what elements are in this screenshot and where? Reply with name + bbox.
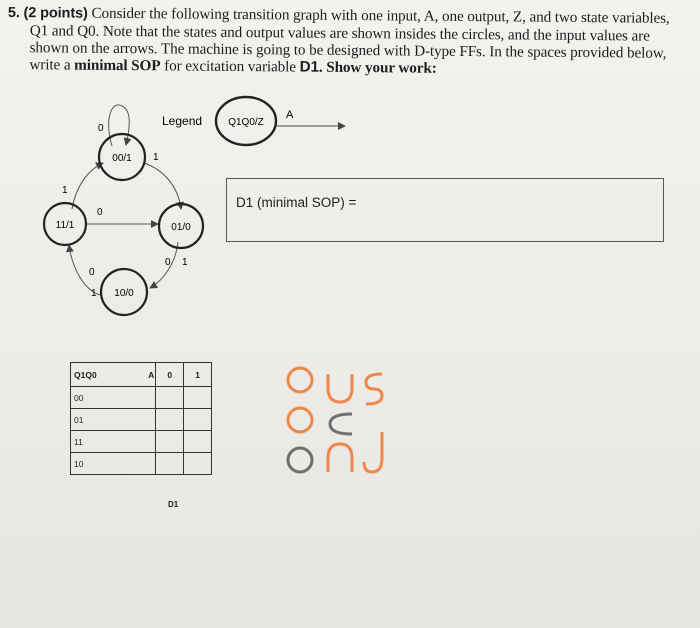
logo-circle-middle <box>286 406 314 434</box>
kmap-row-label: 00 <box>69 386 157 409</box>
kmap-row-label: 11 <box>69 430 157 453</box>
kmap-caption: D1 <box>168 500 179 509</box>
kmap: Q1Q0 A 0 1 00 01 11 10 <box>69 362 212 490</box>
kmap-input-label: A <box>148 369 155 380</box>
state-label-00: 00/1 <box>112 153 132 164</box>
state-label-10: 10/0 <box>114 288 134 299</box>
edge-s11-to-s00 <box>71 162 104 210</box>
kmap-row-label: 10 <box>69 452 157 475</box>
kmap-cell[interactable] <box>183 452 212 475</box>
legend-state-label: Q1Q0/Z <box>228 117 264 128</box>
kmap-col-1: 1 <box>183 362 212 387</box>
logo-circle-bottom <box>286 446 314 474</box>
sop-label: D1 (minimal SOP) = <box>236 195 357 210</box>
state-circle-10 <box>99 267 149 317</box>
sop-answer-box[interactable] <box>226 178 664 242</box>
kmap-cell[interactable] <box>183 430 212 453</box>
legend-arrow-label: A <box>286 109 294 121</box>
legend-state-circle <box>214 95 278 147</box>
state-circle-11 <box>42 201 88 247</box>
kmap-corner-label: Q1Q0 <box>74 369 97 380</box>
edge-label-s11-to-s01: 0 <box>97 207 103 218</box>
edge-label-s11-to-s00: 1 <box>62 185 68 196</box>
state-label-11: 11/1 <box>56 220 75 231</box>
kmap-cell[interactable] <box>183 408 212 431</box>
kmap-cell[interactable] <box>183 386 212 409</box>
logo-circle-top <box>286 366 314 394</box>
logo-letter-u <box>326 374 354 404</box>
kmap-cell[interactable] <box>155 430 185 453</box>
edge-label-s01-to-s10-1: 1 <box>182 257 188 268</box>
state-label-01: 01/0 <box>171 222 191 233</box>
kmap-cell[interactable] <box>155 408 185 431</box>
kmap-grid: Q1Q0 A 0 1 00 01 11 10 <box>69 362 212 475</box>
edge-label-s10-to-s11: 0 <box>89 267 95 278</box>
usc-logo-icon <box>286 366 384 474</box>
edge-s00-self <box>108 104 132 147</box>
legend-label: Legend <box>162 114 202 128</box>
kmap-col-0: 0 <box>155 362 185 387</box>
logo-letter-c <box>328 412 353 436</box>
logo-letter-j <box>362 432 384 474</box>
edge-label-s10-self: 1 <box>91 288 97 299</box>
state-circle-00 <box>97 132 147 182</box>
edge-label-s00-self: 0 <box>98 123 104 134</box>
edge-s10-to-s11 <box>65 244 101 296</box>
edge-label-s01-to-s10-0: 0 <box>165 257 171 268</box>
edge-label-s00-to-s01: 1 <box>153 152 159 163</box>
logo-letter-s <box>364 372 384 406</box>
edge-s01-to-s10 <box>149 241 179 289</box>
edge-s00-to-s01 <box>143 162 185 210</box>
kmap-cell[interactable] <box>155 452 185 475</box>
state-circle-01 <box>157 202 205 250</box>
kmap-cell[interactable] <box>155 386 185 409</box>
kmap-corner: Q1Q0 A <box>69 362 157 387</box>
kmap-row-label: 01 <box>69 408 157 431</box>
logo-letter-n <box>326 442 354 472</box>
